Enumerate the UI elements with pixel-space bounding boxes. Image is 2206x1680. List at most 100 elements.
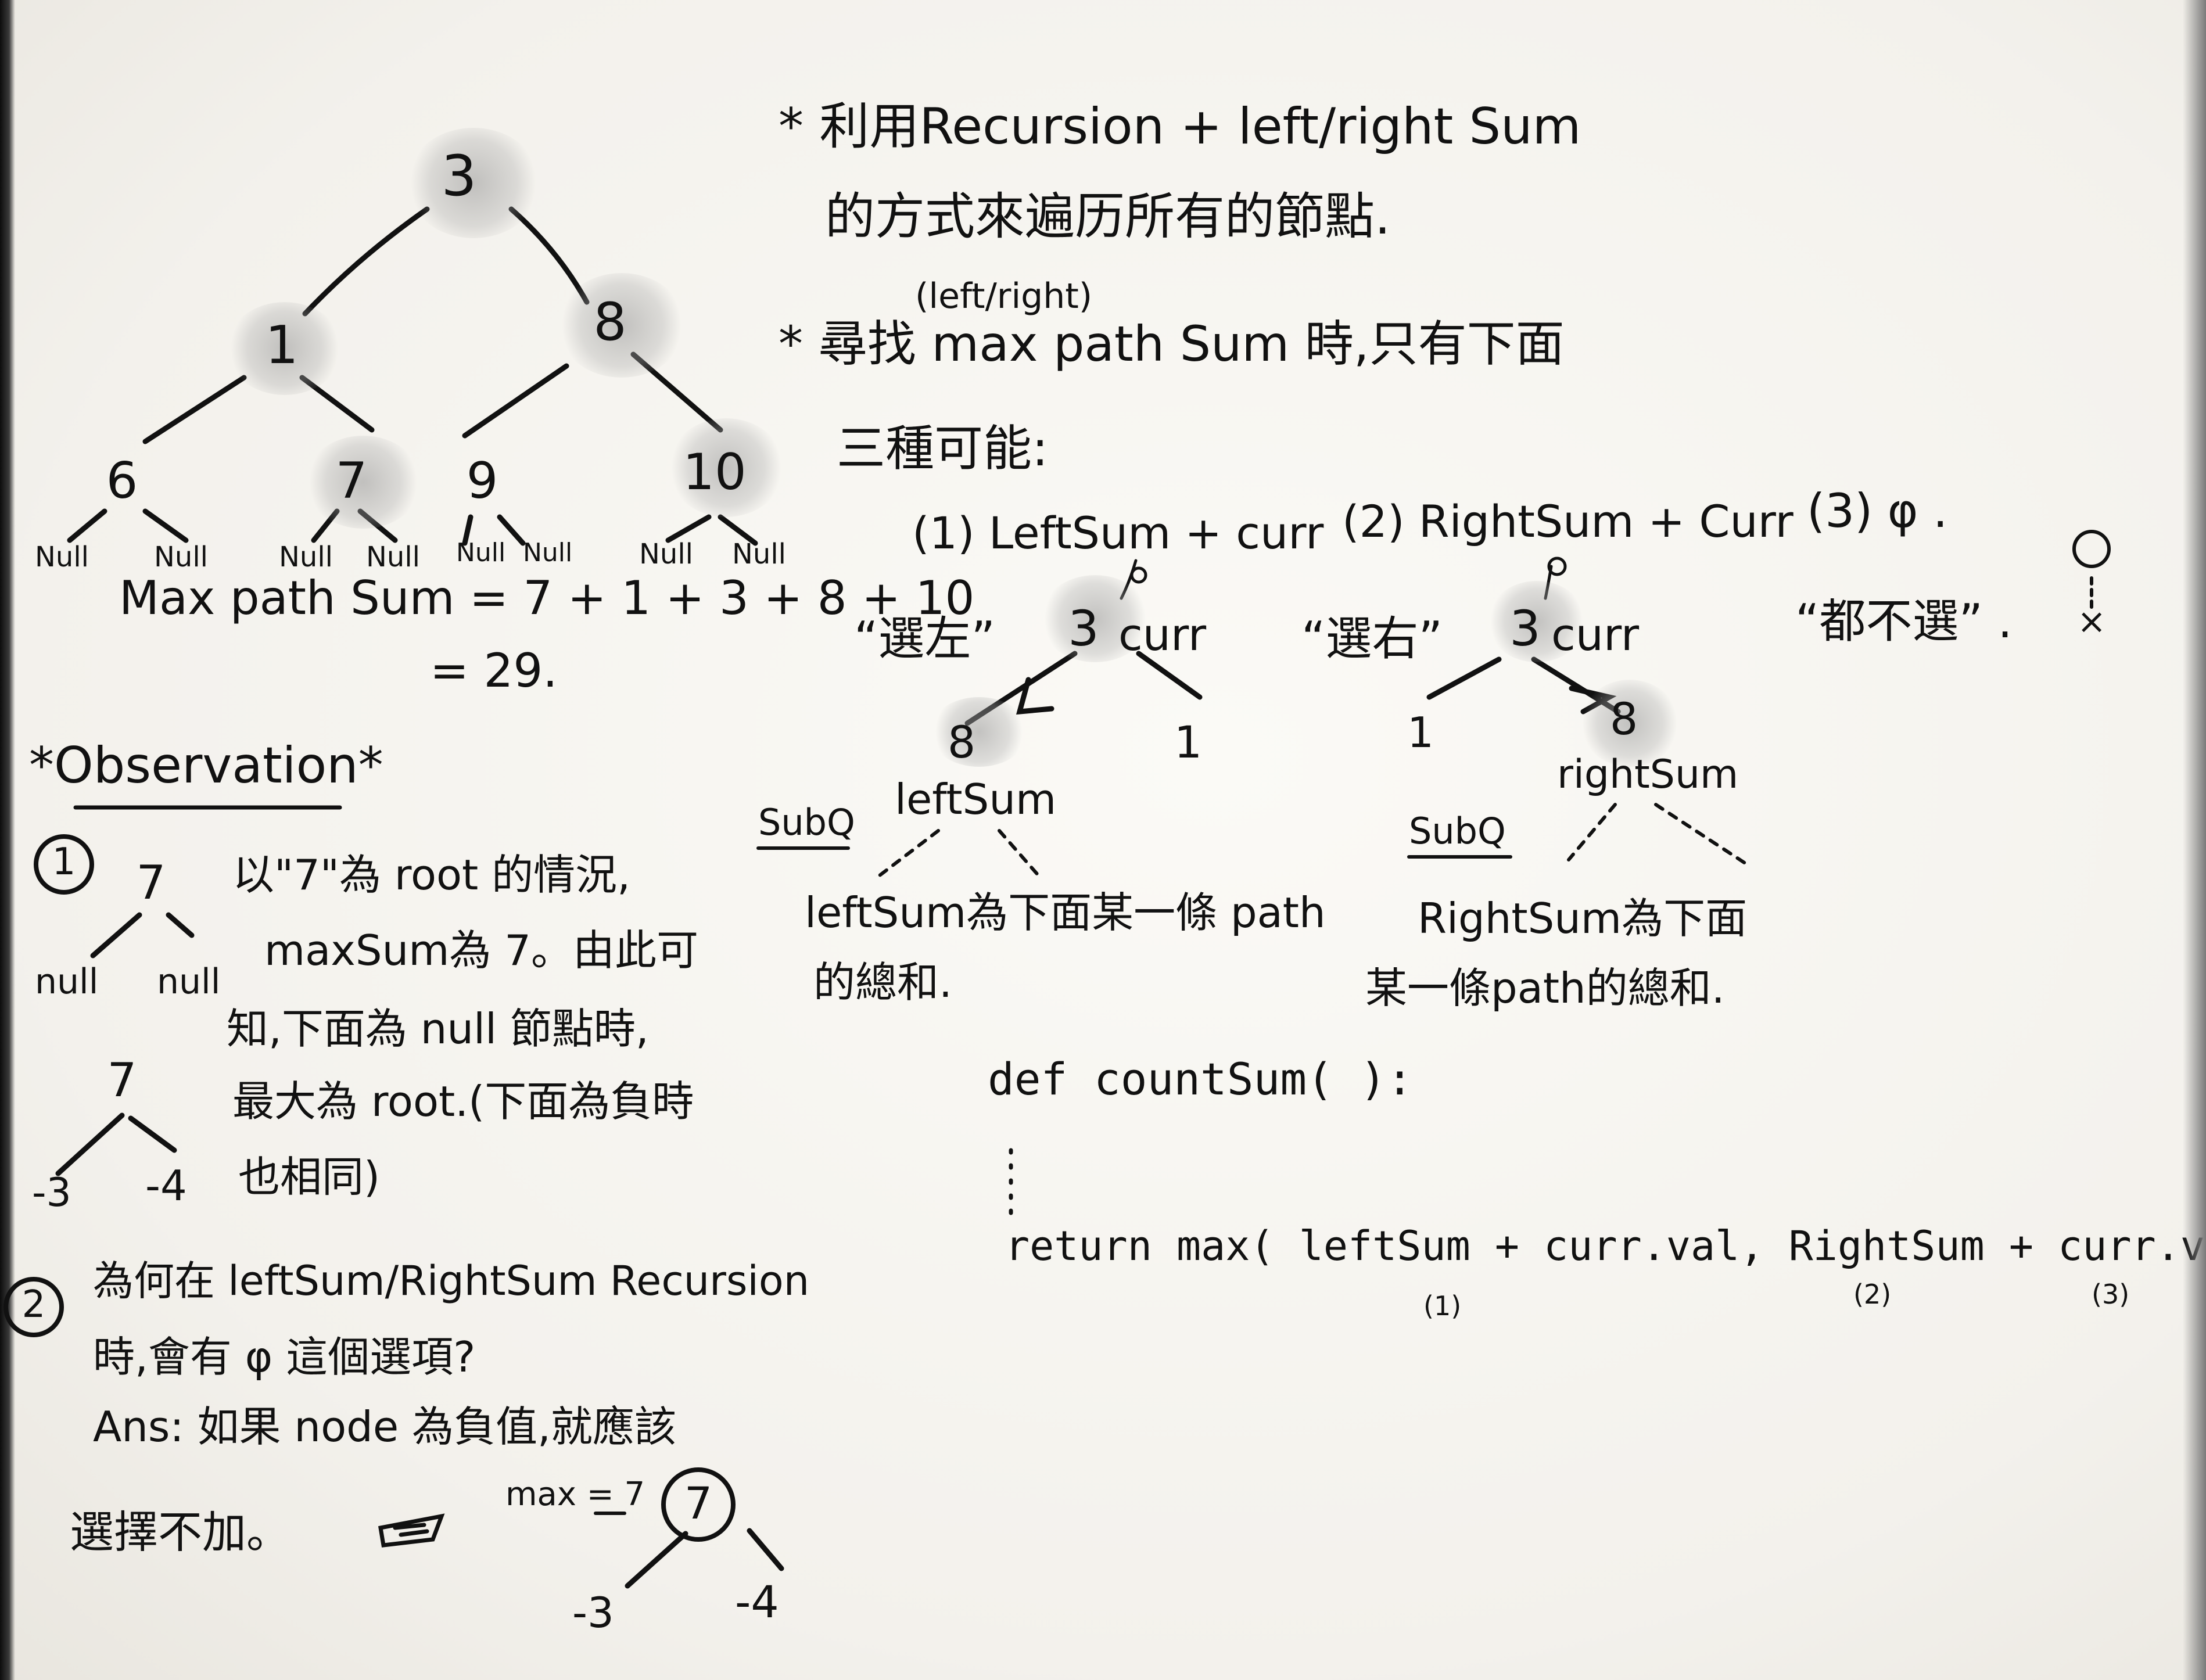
case2-right-child: 8 xyxy=(1609,693,1638,745)
obs2-text-line4: 選擇不加。 xyxy=(70,1506,290,1558)
obs2-node: 7 xyxy=(684,1477,713,1529)
obs1-text-line4: 最大為 root.(下面為負時 xyxy=(232,1077,694,1126)
obs2-neg-right: -4 xyxy=(735,1576,779,1628)
shade-case2-root xyxy=(1487,581,1586,662)
pencil-doodle xyxy=(378,1513,445,1548)
tree-node-9: 9 xyxy=(466,452,498,510)
case1-right-child: 1 xyxy=(1174,716,1203,768)
edge-9-null2 xyxy=(497,514,526,546)
obs2-num-circle xyxy=(3,1277,64,1337)
edge-1-6 xyxy=(142,375,247,444)
obs1-text-line1: 以"7"為 root 的情況, xyxy=(232,850,631,899)
observation-title: *Observation* xyxy=(29,737,383,795)
obs1b-neg-right: -4 xyxy=(145,1161,187,1210)
case2-sum-label: rightSum xyxy=(1557,752,1739,798)
obs1b-node: 7 xyxy=(107,1053,137,1107)
shade-node-7 xyxy=(305,436,421,529)
headline-line3: * 尋找 max path Sum 時,只有下面 xyxy=(779,315,1565,372)
case1-arrow-head xyxy=(1016,677,1054,715)
obs2-node-circle xyxy=(661,1467,736,1542)
max-path-sum-line2: = 29. xyxy=(430,644,558,698)
edge-9-null xyxy=(462,514,474,546)
case1-curr-label: curr xyxy=(1118,609,1207,660)
tree-node-7: 7 xyxy=(335,452,368,510)
edge-6-null xyxy=(67,508,107,543)
edge-3-1 xyxy=(302,206,430,317)
shade-case1-root xyxy=(1040,575,1150,662)
obs1-edge-left xyxy=(90,912,142,959)
case3-heading: (3) φ . xyxy=(1807,484,1948,538)
headline-line2: 的方式來遍历所有的節點. xyxy=(825,188,1391,246)
case1-subq: SubQ xyxy=(758,801,855,843)
shade-case2-right xyxy=(1580,680,1679,767)
case1-dash-left xyxy=(876,829,940,879)
case1-left-child: 8 xyxy=(947,716,976,768)
obs2-edge-left xyxy=(625,1531,688,1589)
case2-subq: SubQ xyxy=(1409,810,1506,852)
obs1-edge-right xyxy=(166,912,195,938)
case1-dash-right xyxy=(998,829,1042,879)
obs1-null-right: null xyxy=(157,961,221,1002)
case1-desc-line2: 的總和. xyxy=(813,958,952,1007)
null-leaf: Null xyxy=(732,538,786,570)
case3-x-mark: × xyxy=(2077,601,2107,642)
case2-heading: (2) RightSum + Curr xyxy=(1342,496,1794,547)
code-marker-3: (3) xyxy=(2092,1279,2130,1310)
obs2-text-line3: Ans: 如果 node 為負值,就應該 xyxy=(93,1402,676,1451)
obs1-number-digit: 1 xyxy=(52,841,76,884)
case2-dash-right xyxy=(1654,803,1751,867)
obs1b-edge-right xyxy=(128,1115,177,1153)
edge-8-9 xyxy=(462,363,569,439)
obs2-neg-left: -3 xyxy=(572,1588,614,1637)
obs1-null-left: null xyxy=(35,961,99,1002)
tree-root-node: 3 xyxy=(441,143,477,209)
headline-line1: * 利用Recursion + left/right Sum xyxy=(779,98,1581,156)
case2-edge-left xyxy=(1426,656,1502,700)
obs1-num-circle xyxy=(34,834,94,895)
obs1-text-line5: 也相同) xyxy=(238,1153,381,1201)
tree-node-6: 6 xyxy=(106,452,138,510)
case1-heading: (1) LeftSum + curr xyxy=(912,507,1324,559)
code-def-line: def countSum( ): xyxy=(988,1053,1414,1105)
obs2-text-line2: 時,會有 φ 這個選項? xyxy=(93,1333,476,1381)
null-leaf: Null xyxy=(639,538,693,570)
case1-root-node: 3 xyxy=(1068,600,1099,657)
case2-desc-line2: 某一條path的總和. xyxy=(1365,964,1725,1013)
null-leaf: Null xyxy=(35,541,89,573)
shade-root xyxy=(407,128,540,238)
obs1-node: 7 xyxy=(136,856,166,910)
null-leaf: Null xyxy=(154,541,208,573)
shade-node-1 xyxy=(227,302,343,395)
obs2-edge-right xyxy=(747,1528,784,1571)
code-marker-2: (2) xyxy=(1853,1279,1892,1310)
shade-node-10 xyxy=(668,418,784,517)
null-leaf: Null xyxy=(456,538,506,568)
max-path-sum-line1: Max path Sum = 7 + 1 + 3 + 8 + 10 xyxy=(119,571,975,625)
case3-pin-head xyxy=(2072,530,2111,568)
obs2-max-label: max = 7 xyxy=(505,1476,645,1513)
tree-node-8: 8 xyxy=(593,292,627,353)
obs1-text-line3: 知,下面為 null 節點時, xyxy=(227,1004,649,1053)
case3-label: “都不選” . xyxy=(1795,594,2013,648)
obs2-text-line1: 為何在 leftSum/RightSum Recursion xyxy=(93,1257,810,1305)
edge-10-null xyxy=(665,514,712,543)
case2-curr-label: curr xyxy=(1551,609,1640,660)
obs2-number-digit: 2 xyxy=(21,1283,46,1326)
tree-node-1: 1 xyxy=(265,315,299,376)
null-leaf: Null xyxy=(523,538,573,568)
case2-pick-label: “選右” xyxy=(1301,612,1443,666)
case1-desc-line1: leftSum為下面某一條 path xyxy=(805,888,1326,937)
case1-pin-head xyxy=(1130,566,1147,584)
code-return-line: return max( leftSum + curr.val, RightSum… xyxy=(1005,1222,2206,1270)
case2-root-node: 3 xyxy=(1509,600,1541,657)
tree-node-10: 10 xyxy=(683,443,747,501)
case2-left-child: 1 xyxy=(1407,708,1434,757)
case2-desc-line1: RightSum為下面 xyxy=(1418,894,1748,943)
null-leaf: Null xyxy=(366,541,420,573)
case2-dash-left xyxy=(1567,803,1617,861)
obs1b-edge-left xyxy=(55,1112,125,1176)
case1-sum-label: leftSum xyxy=(895,775,1057,824)
null-leaf: Null xyxy=(279,541,333,573)
headline-line3-annotation: (left/right) xyxy=(915,276,1093,317)
